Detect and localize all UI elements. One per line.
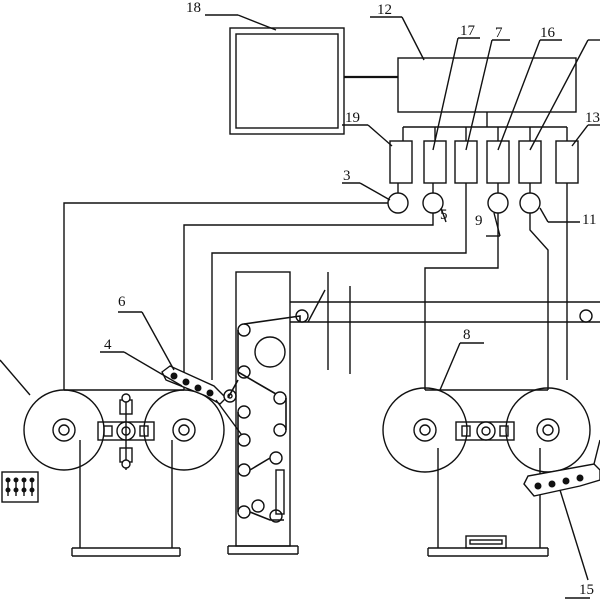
leader-left-edge [0, 359, 31, 396]
signal-wires [63, 202, 549, 390]
label-18: 18 [186, 0, 201, 16]
leader-lines [100, 14, 600, 599]
left-splice-arm [161, 365, 251, 447]
controller-bus [402, 112, 568, 141]
module-links [397, 183, 568, 380]
label-16: 16 [540, 25, 556, 41]
label-4: 4 [104, 337, 112, 353]
label-3: 3 [343, 168, 351, 184]
accumulator-tower [227, 271, 299, 555]
label-12: 12 [377, 2, 392, 18]
display-monitor [229, 27, 345, 135]
fastener-detail [1, 471, 39, 503]
right-splice-arm [523, 439, 600, 581]
web-guide-bars [290, 272, 600, 374]
label-8: 8 [463, 327, 471, 343]
label-17: 17 [460, 23, 476, 39]
label-13: 13 [585, 110, 600, 126]
web-path [227, 315, 301, 521]
label-7: 7 [495, 25, 503, 41]
left-unwind-stand [23, 389, 225, 557]
sensor-circles [387, 192, 541, 214]
right-unwind-stand [382, 387, 591, 557]
label-6: 6 [118, 294, 126, 310]
driver-modules [389, 140, 579, 184]
label-9: 9 [475, 213, 483, 229]
label-15: 15 [579, 582, 594, 598]
controller-box [397, 57, 577, 113]
label-11: 11 [582, 212, 596, 228]
label-5: 5 [440, 207, 448, 223]
label-19: 19 [345, 110, 360, 126]
